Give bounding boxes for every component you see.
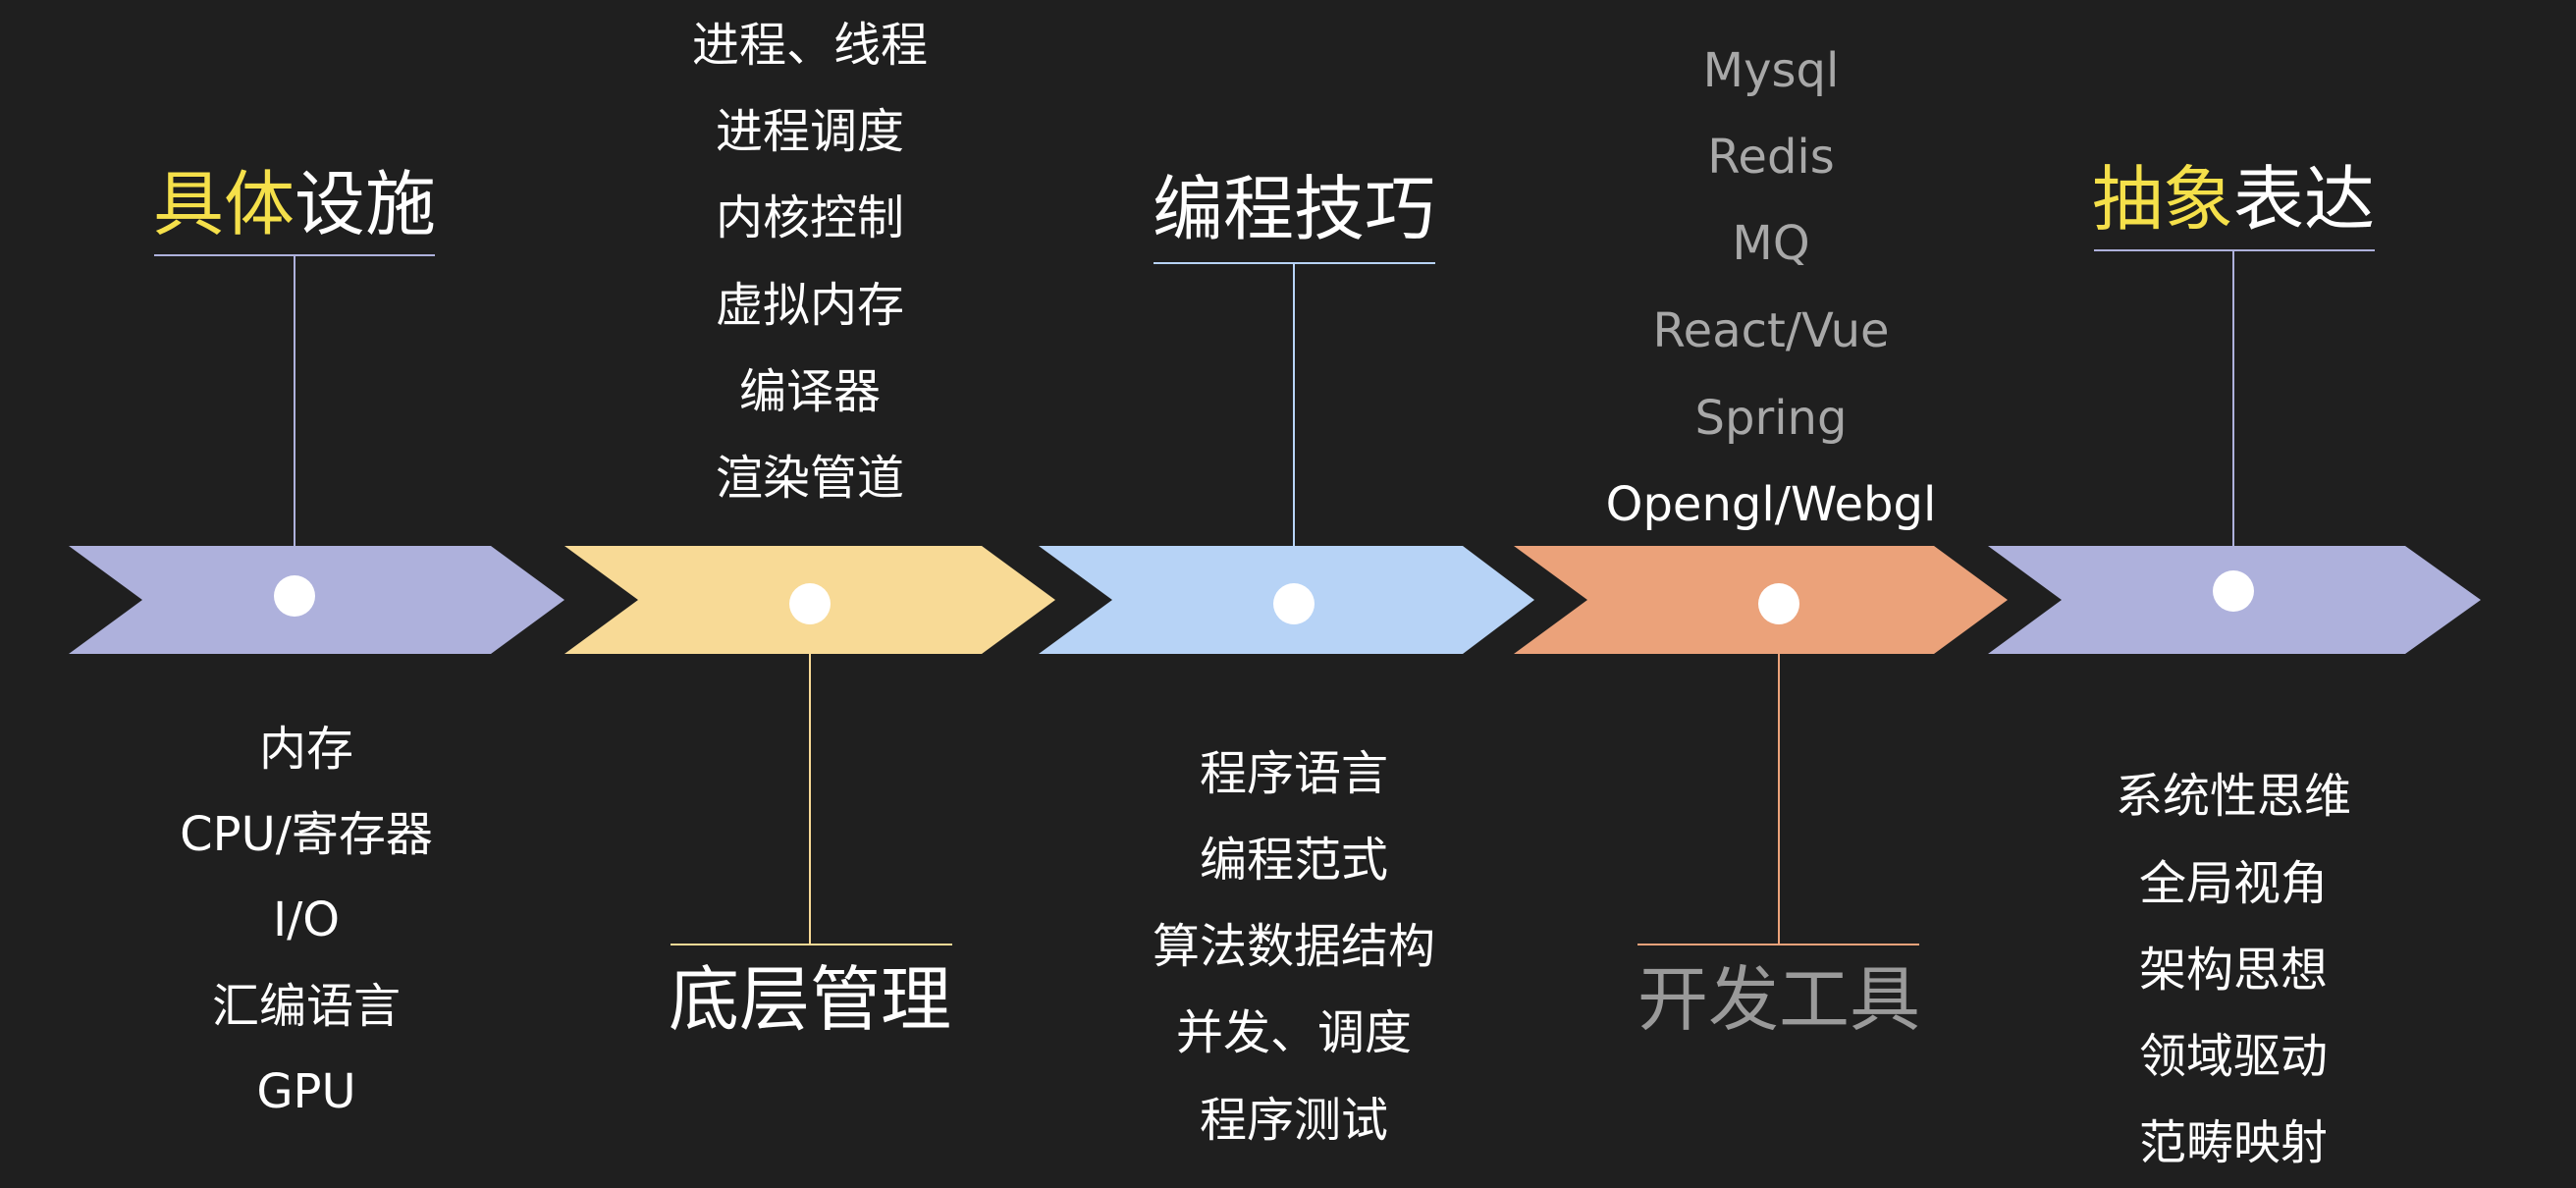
stage-title-low-level-management: 底层管理 xyxy=(668,958,952,1041)
marker-dot-low-level-management xyxy=(789,583,831,624)
stage-item: 全局视角 xyxy=(2138,856,2329,911)
marker-dot-dev-tools xyxy=(1758,583,1799,624)
title-highlight: 具体 xyxy=(152,163,295,245)
stage-item: Redis xyxy=(1707,130,1835,185)
stage-item: 编译器 xyxy=(738,364,882,419)
stage-item: 程序测试 xyxy=(1199,1093,1389,1148)
stage-item: 范畴映射 xyxy=(2138,1115,2329,1170)
title-highlight: 抽象 xyxy=(2091,158,2233,241)
stage-item: 内核控制 xyxy=(715,190,905,245)
stage-item: 汇编语言 xyxy=(211,979,402,1034)
marker-dot-infrastructure xyxy=(274,575,315,617)
stage-item: 渲染管道 xyxy=(715,451,905,506)
stage-item: 进程、线程 xyxy=(691,18,929,73)
stage-item: 并发、调度 xyxy=(1175,1005,1413,1060)
stage-title-dev-tools: 开发工具 xyxy=(1637,958,1921,1041)
stage-item: React/Vue xyxy=(1652,303,1890,358)
title-rest: 表达 xyxy=(2233,158,2376,241)
stage-item: 编程范式 xyxy=(1199,833,1389,888)
stage-item: MQ xyxy=(1732,216,1810,271)
stage-item: 虚拟内存 xyxy=(715,278,905,333)
stage-item: Mysql xyxy=(1702,43,1840,98)
chevron-infrastructure xyxy=(69,546,564,654)
stage-item: 算法数据结构 xyxy=(1152,919,1436,974)
stage-item: Spring xyxy=(1694,391,1848,446)
marker-dot-programming-skills xyxy=(1273,583,1315,624)
stage-item: 架构思想 xyxy=(2138,943,2329,998)
stage-item: 程序语言 xyxy=(1199,746,1389,801)
title-rest: 设施 xyxy=(295,163,437,245)
stage-title-programming-skills: 编程技巧 xyxy=(1152,168,1436,250)
stage-item: 内存 xyxy=(258,722,354,777)
stage-item: 进程调度 xyxy=(715,104,905,159)
stage-item: CPU/寄存器 xyxy=(180,807,433,862)
stage-item: Opengl/Webgl xyxy=(1605,477,1937,532)
marker-dot-abstract-expression xyxy=(2213,570,2254,612)
stage-item: 系统性思维 xyxy=(2115,769,2352,824)
stage-title-abstract-expression: 抽象表达 xyxy=(2092,164,2375,235)
stage-item: GPU xyxy=(256,1064,356,1119)
stage-title-infrastructure: 具体设施 xyxy=(153,169,436,240)
stage-item: 领域驱动 xyxy=(2138,1029,2329,1084)
stage-item: I/O xyxy=(272,892,341,947)
